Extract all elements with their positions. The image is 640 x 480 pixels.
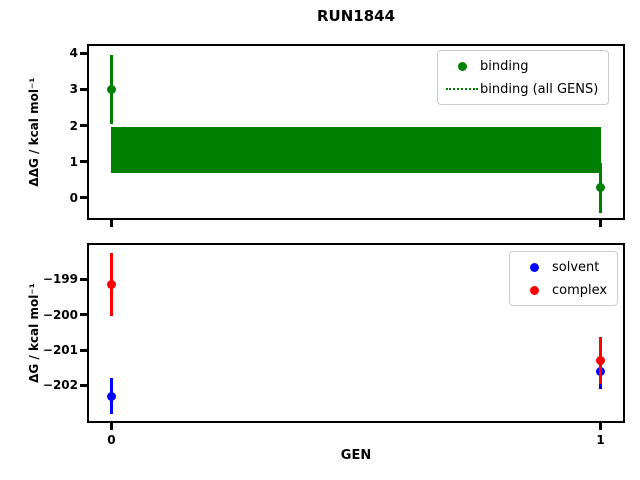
legend-dot-icon [516,285,552,295]
legend-label: solvent [552,259,600,275]
y-tick [80,348,87,352]
y-tick [80,196,87,200]
chart-title: RUN1844 [316,7,396,25]
legend-item-complex: complex [516,280,607,300]
y-tick-label: 0 [69,190,78,205]
complex-data-point [596,356,606,366]
legend-label: complex [552,282,608,298]
y-tick-label: 2 [69,118,78,133]
axes-frame-1 [87,243,625,423]
x-tick [599,423,603,430]
binding-data-point [106,84,116,94]
uncertainty-band-binding-all-gens- [111,127,601,174]
legend-label: binding (all GENS) [480,81,599,97]
legend-item-binding: binding [444,56,598,76]
legend-0: binding binding (all GENS) [437,50,610,105]
y-tick-label: −200 [42,307,78,322]
x-tick [109,220,113,227]
bottom-y-axis-label: ΔG / kcal mol⁻¹ [27,283,41,383]
y-tick [80,383,87,387]
x-tick [109,423,113,430]
solvent-data-point [106,391,116,401]
y-tick [80,124,87,127]
y-tick-label: 3 [69,82,78,97]
y-tick-label: −199 [42,272,78,287]
y-tick [80,87,87,91]
legend-item-binding-all-gens-: binding (all GENS) [444,79,598,99]
legend-item-solvent: solvent [516,257,607,277]
y-tick-label: 1 [69,154,78,169]
axes-frame-0 [87,44,625,220]
legend-dot-icon [516,262,552,272]
complex-data-point [106,279,116,289]
y-tick-label: −202 [42,378,78,393]
legend-dotted-line-icon [444,88,480,90]
y-tick [80,51,87,55]
legend-label: binding [480,58,529,74]
y-tick [80,160,87,164]
legend-1: solvent complex [509,251,619,306]
y-tick [80,313,87,317]
x-tick-label: 1 [596,433,605,447]
binding-data-point [596,183,606,193]
y-tick [80,277,87,281]
y-tick-label: −201 [42,343,78,357]
legend-dot-icon [444,61,480,71]
x-tick [599,220,603,227]
y-tick-label: 4 [69,46,78,61]
x-tick-label: 0 [107,433,116,447]
x-axis-label: GEN [340,448,372,463]
